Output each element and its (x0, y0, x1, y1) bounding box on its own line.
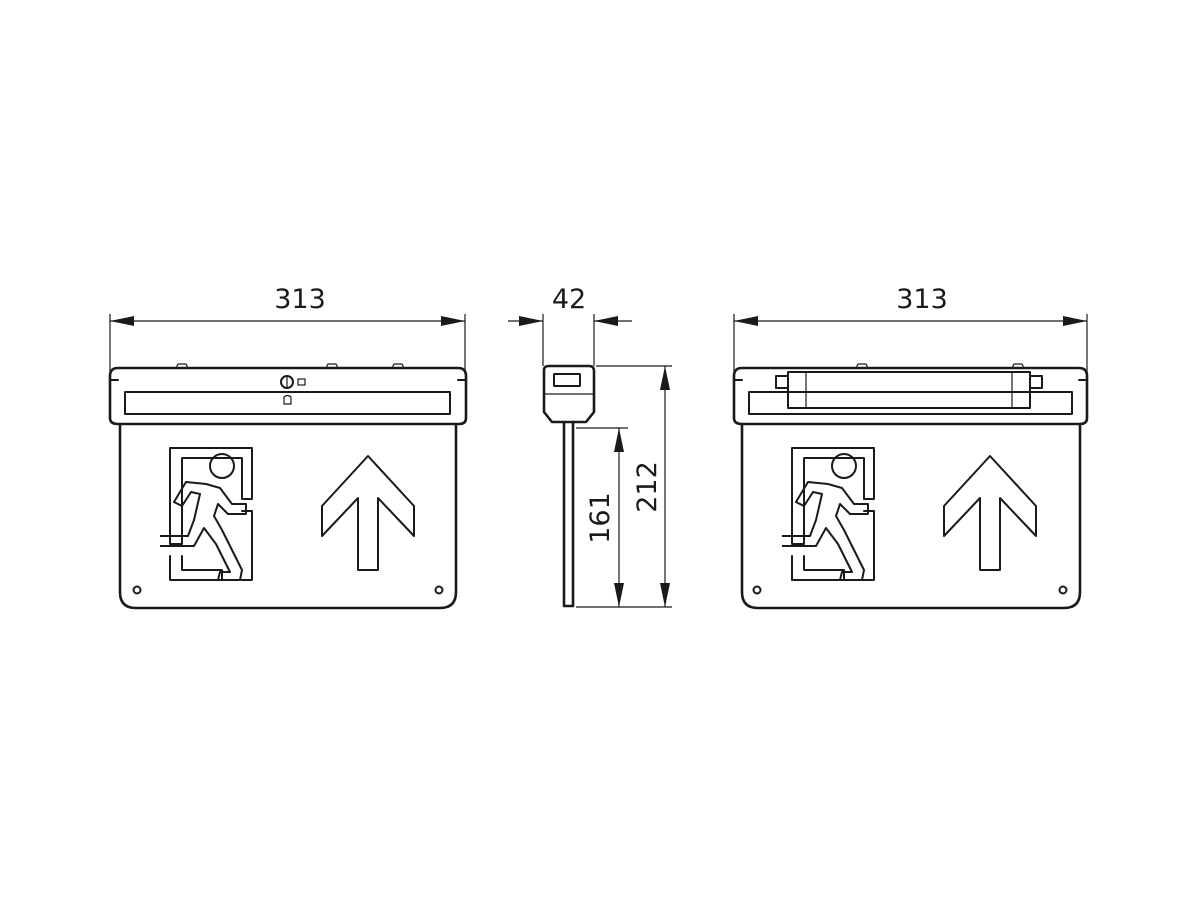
arrow-up-icon (943, 455, 1037, 571)
side-housing (542, 364, 596, 424)
rear-panel (740, 422, 1082, 610)
side-depth-dimension: 42 (508, 284, 632, 366)
front-housing (108, 363, 468, 426)
side-view: 42 212 161 (508, 284, 672, 608)
lock-icon (297, 378, 306, 386)
screw-icon (280, 375, 294, 389)
rear-width-label: 313 (896, 284, 948, 315)
side-depth-label: 42 (552, 284, 586, 315)
front-panel (118, 422, 458, 610)
running-man-icon (782, 447, 875, 581)
arrow-up-icon (321, 455, 415, 571)
front-view: 313 (108, 284, 468, 610)
side-blade-height-dimension: 161 (576, 427, 628, 607)
rear-view: 313 (732, 284, 1089, 610)
rear-width-dimension: 313 (733, 284, 1088, 374)
side-blade-height-label: 161 (585, 492, 616, 544)
front-width-label: 313 (274, 284, 326, 315)
front-width-dimension: 313 (109, 284, 466, 374)
side-total-height-dimension: 212 (576, 365, 672, 608)
rear-housing (732, 363, 1089, 426)
side-blade (562, 420, 575, 608)
side-total-height-label: 212 (632, 461, 663, 513)
running-man-icon (160, 447, 253, 581)
